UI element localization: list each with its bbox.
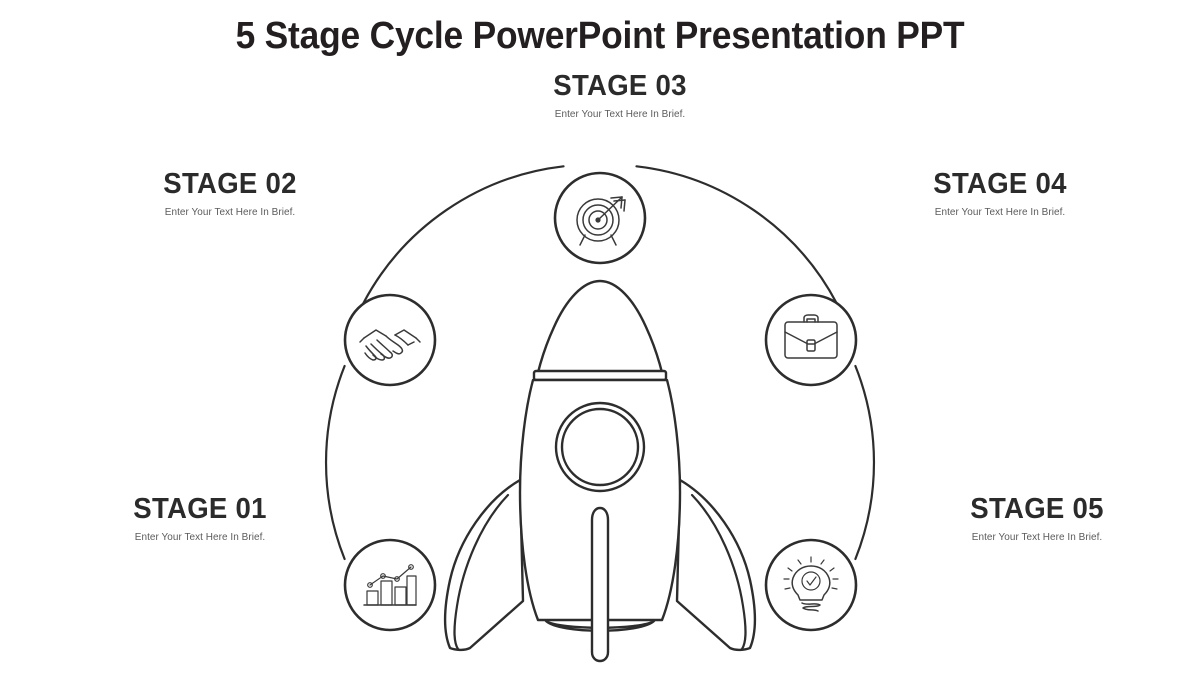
- bar-chart-growth-icon: [363, 564, 417, 606]
- stage-desc-02: Enter Your Text Here In Brief.: [164, 206, 296, 219]
- rocket-base: [544, 619, 656, 632]
- connector-arcs: [325, 165, 875, 561]
- rocket-illustration: [443, 279, 757, 663]
- stage-title-01: STAGE 01: [133, 493, 267, 525]
- stage-label-05: STAGE 05 Enter Your Text Here In Brief.: [892, 493, 1182, 543]
- stage-title-04: STAGE 04: [933, 168, 1067, 200]
- stage-desc-01: Enter Your Text Here In Brief.: [134, 531, 266, 544]
- rocket-fin-right-crease: [690, 493, 747, 651]
- target-arrow-icon: [576, 196, 626, 246]
- stage-label-04: STAGE 04 Enter Your Text Here In Brief.: [855, 168, 1145, 218]
- stage-node-05-circle[interactable]: [764, 538, 858, 632]
- lightbulb-check-icon: [783, 556, 839, 612]
- stage-node-01[interactable]: [343, 538, 437, 632]
- connector-arc-03-04: [635, 165, 838, 305]
- stage-title-02: STAGE 02: [163, 168, 297, 200]
- stage-node-03[interactable]: [553, 171, 647, 265]
- rocket-center-fin: [590, 506, 610, 663]
- stage-title-05: STAGE 05: [970, 493, 1104, 525]
- stage-node-04[interactable]: [764, 293, 858, 387]
- stage-label-02: STAGE 02 Enter Your Text Here In Brief.: [85, 168, 375, 218]
- briefcase-icon: [784, 314, 838, 359]
- rocket-band: [532, 369, 668, 382]
- rocket-window-inner: [560, 407, 640, 487]
- stage-node-05[interactable]: [764, 538, 858, 632]
- stage-node-02[interactable]: [343, 293, 437, 387]
- rocket-fin-left-crease: [453, 493, 510, 651]
- stage-node-01-circle[interactable]: [343, 538, 437, 632]
- stage-title-03: STAGE 03: [553, 70, 687, 102]
- connector-arc-04-05: [854, 364, 875, 561]
- handshake-icon: [359, 329, 421, 361]
- rocket-fin-left: [443, 478, 525, 652]
- connector-arc-02-03: [362, 165, 565, 305]
- page-title: 5 Stage Cycle PowerPoint Presentation PP…: [235, 15, 965, 57]
- stage-label-01: STAGE 01 Enter Your Text Here In Brief.: [55, 493, 345, 543]
- stage-desc-03: Enter Your Text Here In Brief.: [554, 108, 686, 121]
- stage-desc-05: Enter Your Text Here In Brief.: [971, 531, 1103, 544]
- connector-arc-01-02: [325, 364, 346, 561]
- rocket-fin-right: [675, 478, 757, 652]
- stage-label-03: STAGE 03 Enter Your Text Here In Brief.: [470, 70, 770, 120]
- stage-desc-04: Enter Your Text Here In Brief.: [934, 206, 1066, 219]
